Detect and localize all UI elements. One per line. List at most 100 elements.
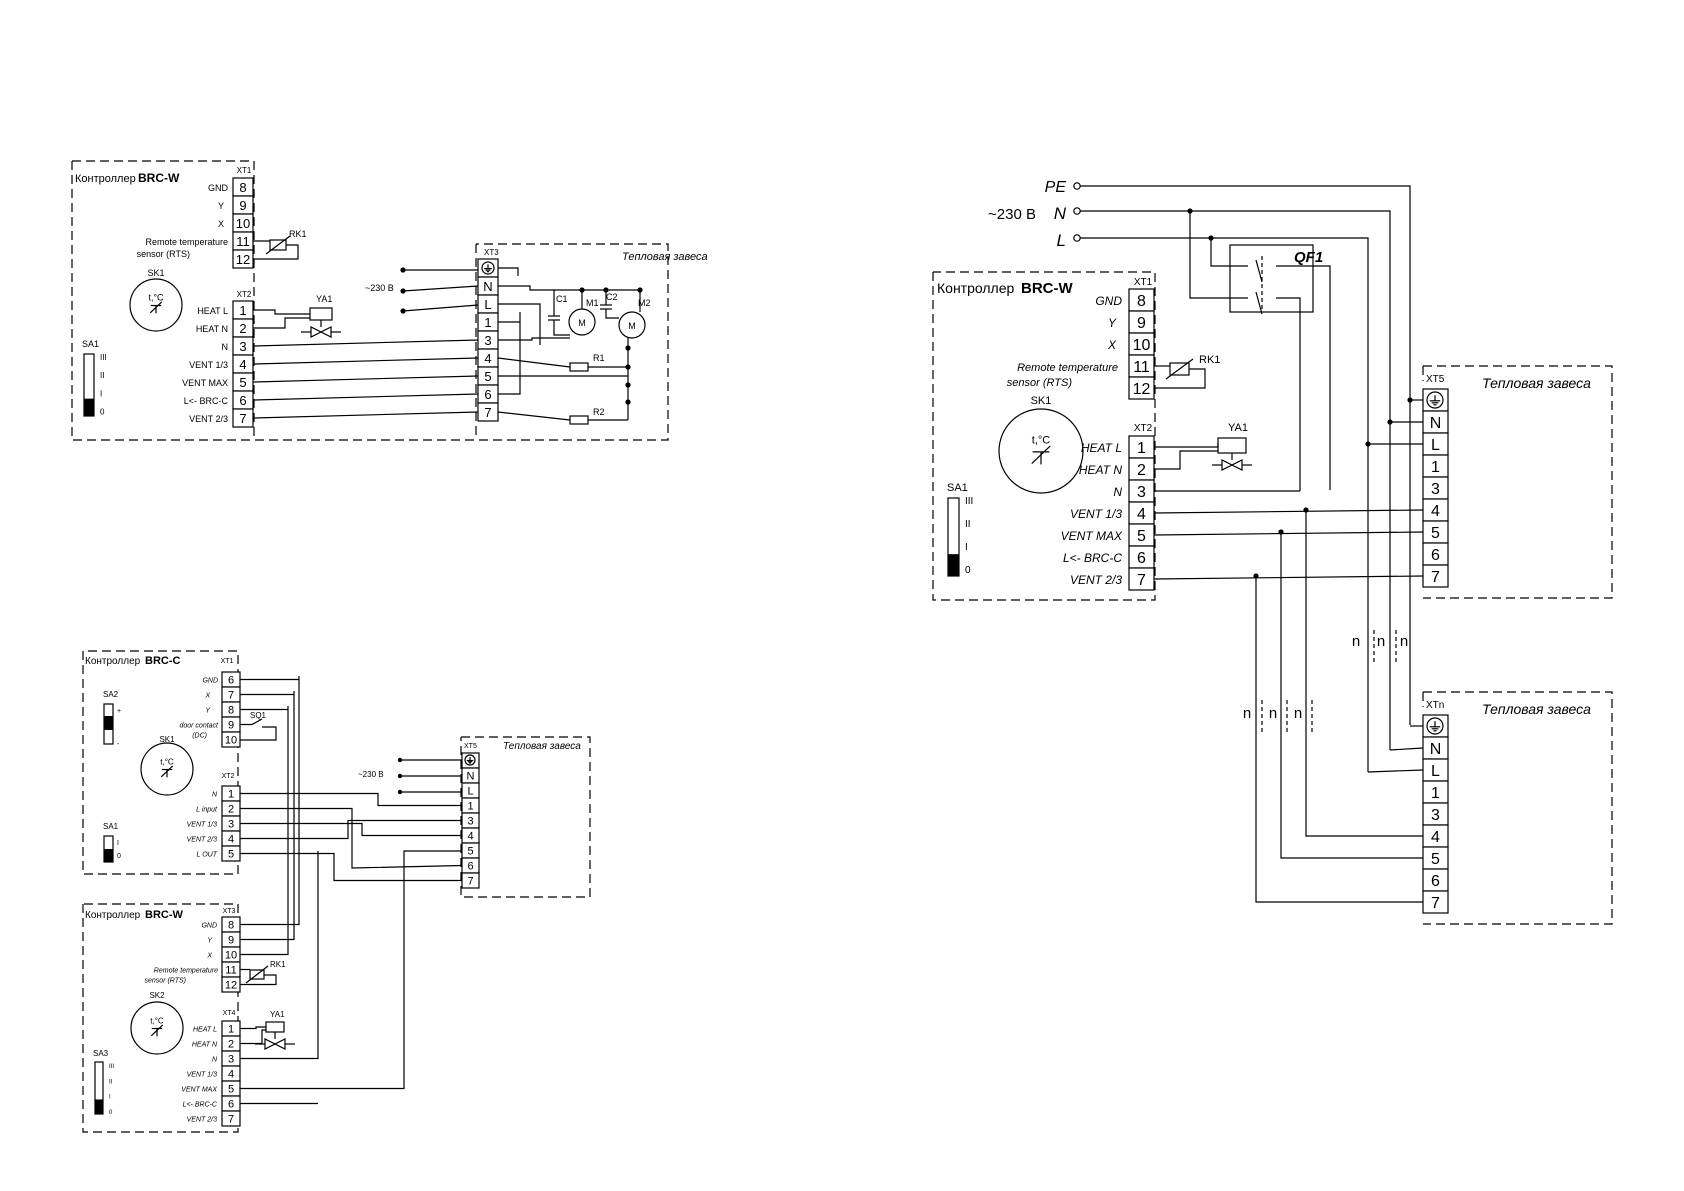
terminal-number: 5 [1137, 528, 1146, 545]
wire [240, 1029, 266, 1045]
wire [1154, 443, 1219, 448]
switch-level-label: II [100, 371, 104, 380]
component-label: SK1 [159, 735, 175, 744]
terminal-number: 1 [239, 303, 246, 318]
terminal-number: 6 [239, 393, 246, 408]
controller-border [82, 903, 239, 1133]
terminal-number: 9 [228, 935, 234, 947]
wire [1154, 368, 1206, 389]
terminal-block-label: XT4 [223, 1010, 236, 1017]
wire [240, 851, 319, 1060]
pin-label: N [212, 1057, 218, 1064]
pin-label: N [212, 792, 218, 799]
thermostat-symbol [160, 765, 174, 778]
wire [498, 312, 521, 395]
pin-label: Y [1108, 316, 1117, 330]
switch-position-fill [104, 849, 113, 862]
terminal-block-label: XT2 [1134, 423, 1153, 434]
pin-label: VENT MAX [1061, 529, 1123, 543]
component-label: R1 [593, 353, 605, 363]
terminal-number: 2 [1137, 462, 1146, 479]
terminal-number: 3 [1431, 807, 1440, 824]
wire [1080, 237, 1369, 772]
wire [252, 339, 479, 347]
controller-title: Контроллер [937, 280, 1014, 296]
switch-level-label: I [117, 840, 119, 847]
wire [240, 850, 462, 1090]
switch-level-label: III [965, 496, 973, 507]
wire [553, 320, 570, 336]
component-label: SA1 [103, 822, 119, 831]
terminal-number: 3 [1431, 481, 1440, 498]
pin-label: VENT 1/3 [187, 1072, 217, 1079]
terminal-number: 12 [225, 980, 237, 992]
junction-dot [625, 364, 631, 370]
terminal-open-icon [1073, 234, 1081, 242]
wire [253, 309, 310, 315]
terminal-number: 7 [1431, 895, 1440, 912]
breaker-contact [1255, 291, 1263, 315]
motor-m2-icon [618, 311, 646, 339]
valve-icon [310, 326, 323, 338]
terminal-number: 1 [1137, 440, 1146, 457]
breaker-label: QF1 [1294, 249, 1323, 266]
terminal-block-label: XT5 [1426, 374, 1445, 385]
junction-dot [603, 287, 609, 293]
terminal-number: 8 [239, 180, 246, 195]
component-label: SA1 [947, 482, 968, 494]
circuit-breaker-qf1 [1229, 244, 1314, 313]
switch-level-label: I [965, 542, 968, 553]
sensor-slash [245, 965, 269, 984]
component-label: R2 [593, 407, 605, 417]
pin-label: GND [201, 923, 217, 930]
pin-label: L<- BRC-C [1063, 551, 1122, 565]
pin-label: VENT 1/3 [187, 822, 217, 829]
pin-label: Y [205, 708, 211, 715]
terminal-number: 4 [467, 831, 473, 843]
valve-icon [1230, 459, 1243, 471]
terminal-number: 4 [484, 351, 491, 366]
wire [402, 304, 479, 312]
terminal-number: 3 [228, 1054, 234, 1066]
wire [240, 852, 462, 882]
terminal-number: L [1431, 763, 1440, 780]
terminal-number: N [1430, 741, 1442, 758]
terminal-number: 10 [236, 216, 250, 231]
pin-label: VENT 2/3 [1070, 573, 1122, 587]
terminal-number: 8 [1137, 293, 1146, 310]
terminal-number: 5 [467, 846, 473, 858]
pin-label: X [206, 953, 212, 960]
label: t,°C [148, 292, 164, 302]
terminal-number: 5 [1431, 525, 1440, 542]
wire [1080, 210, 1391, 750]
terminal-number: 5 [228, 849, 234, 861]
pin-label: Remote temperature [1017, 362, 1118, 374]
label: M [578, 318, 586, 328]
controller-border [82, 650, 239, 875]
label: t,°C [1032, 434, 1051, 446]
terminal-number: 4 [1137, 506, 1146, 523]
controller-title: Контроллер [85, 910, 141, 921]
terminal-cell [221, 1110, 241, 1127]
pin-label: L input [196, 807, 218, 814]
breaker-contact [1255, 259, 1263, 283]
wire [1280, 532, 1423, 859]
terminal-block-label: XT1 [237, 166, 252, 175]
terminal-number: 6 [1431, 547, 1440, 564]
terminal-number: 5 [228, 1084, 234, 1096]
supply-l-label: L [1057, 231, 1066, 250]
curtain-title: Тепловая завеса [1482, 701, 1591, 717]
terminal-number: 6 [1431, 873, 1440, 890]
terminal-number: 9 [228, 720, 234, 732]
terminal-number: L [467, 786, 473, 798]
terminal-number: 6 [1137, 550, 1146, 567]
pin-label: HEAT L [1081, 441, 1122, 455]
terminal-number: 4 [1431, 829, 1440, 846]
pin-label: door contact [179, 723, 219, 730]
component-label: M2 [638, 298, 651, 308]
terminal-number: 2 [239, 321, 246, 336]
pin-label: L<- BRC-C [183, 1102, 218, 1109]
thermostat-symbol [1031, 445, 1051, 465]
